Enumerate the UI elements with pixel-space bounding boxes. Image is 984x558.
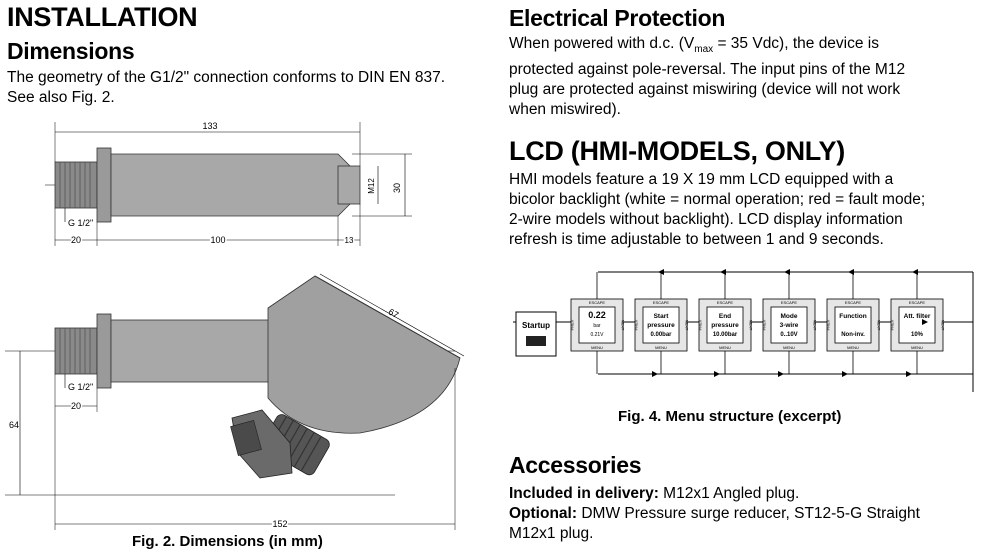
accessories-text: Included in delivery: M12x1 Angled plug.… — [509, 485, 920, 542]
menu-prev-label: PREV — [890, 319, 895, 330]
menu-next-label: NEXT — [813, 320, 818, 331]
menu-box-line2: bar — [593, 323, 601, 329]
menu-arrow-bottom — [906, 371, 912, 377]
menu-next-label: NEXT — [685, 320, 690, 331]
menu-escape-label: ESCAPE — [845, 300, 862, 305]
dim-133: 133 — [202, 121, 217, 131]
menu-box-line1: Function — [839, 313, 866, 320]
menu-prev-label: PREV — [634, 319, 639, 330]
menu-prev-label: PREV — [570, 319, 575, 330]
menu-box-line2: pressure — [647, 322, 675, 329]
dim-67: 67 — [387, 307, 401, 321]
menu-box-line2: pressure — [711, 322, 739, 329]
dim-64: 64 — [9, 420, 19, 430]
fig4-menu-diagram: Startup ESCAPE MENU PREV NEXT 0.22 bar 0.21V ES… — [513, 269, 974, 392]
menu-box-screen — [642, 306, 680, 344]
menu-menu-label: MENU — [783, 345, 795, 350]
menu-box-line3: 0..10V — [780, 332, 797, 338]
dim-13: 13 — [345, 236, 354, 245]
menu-box-line1: End — [719, 313, 731, 320]
menu-arrow-mid — [922, 319, 928, 325]
menu-box-line3: 0.21V — [590, 332, 604, 338]
menu-menu-label: MENU — [719, 345, 731, 350]
electrical-protection-heading: Electrical Protection — [509, 5, 726, 31]
menu-arrow-bottom — [778, 371, 784, 377]
dimensions-intro: The geometry of the G1/2" connection con… — [7, 69, 445, 106]
label-g12-bottom: G 1/2" — [68, 382, 93, 392]
startup-logo — [526, 336, 546, 346]
menu-prev-label: PREV — [698, 319, 703, 330]
menu-escape-label: ESCAPE — [909, 300, 926, 305]
menu-arrow-bottom — [652, 371, 658, 377]
menu-box-line1: Start — [654, 313, 670, 320]
menu-box-line3: 10.00bar — [713, 332, 738, 338]
dim-152: 152 — [272, 519, 287, 529]
dim-100: 100 — [210, 235, 225, 245]
menu-box-line1: Att. filter — [904, 313, 931, 320]
dim-30: 30 — [392, 183, 402, 193]
menu-box-line3: Non-inv. — [841, 332, 865, 338]
menu-box-line2: 3-wire — [780, 322, 799, 329]
label-g12-top: G 1/2" — [68, 218, 93, 228]
menu-box-screen — [770, 306, 808, 344]
accessories-heading: Accessories — [509, 452, 642, 478]
electrical-protection-text: When powered with d.c. (Vmax = 35 Vdc), … — [509, 35, 906, 119]
menu-arrow-top — [912, 269, 918, 275]
menu-box-line3: 10% — [911, 332, 924, 338]
menu-box-line1: 0.22 — [588, 310, 606, 320]
menu-box-screen — [834, 306, 872, 344]
menu-prev-label: PREV — [826, 319, 831, 330]
menu-menu-label: MENU — [655, 345, 667, 350]
startup-label: Startup — [522, 321, 550, 330]
startup-box — [515, 311, 557, 357]
menu-escape-label: ESCAPE — [717, 300, 734, 305]
menu-arrow-top — [784, 269, 790, 275]
lcd-text: HMI models feature a 19 X 19 mm LCD equi… — [509, 171, 926, 248]
menu-menu-label: MENU — [911, 345, 923, 350]
menu-box-line1: Mode — [781, 313, 798, 320]
menu-menu-label: MENU — [847, 345, 859, 350]
fig1-dimension-drawing: 133 30 M12 20 100 13 G 1/2" — [45, 121, 412, 247]
menu-arrow-top — [658, 269, 664, 275]
menu-box-screen — [706, 306, 744, 344]
menu-box-screen — [898, 306, 936, 344]
lcd-heading: LCD (HMI-MODELS, ONLY) — [509, 136, 845, 166]
menu-escape-label: ESCAPE — [653, 300, 670, 305]
menu-next-label: NEXT — [749, 320, 754, 331]
menu-next-label: NEXT — [941, 320, 946, 331]
menu-arrow-bottom — [842, 371, 848, 377]
menu-box-screen — [578, 306, 616, 344]
dim-20-top: 20 — [71, 235, 81, 245]
menu-escape-label: ESCAPE — [781, 300, 798, 305]
menu-arrow-top — [720, 269, 726, 275]
menu-arrow-top — [848, 269, 854, 275]
menu-next-label: NEXT — [621, 320, 626, 331]
dimensions-heading: Dimensions — [7, 38, 135, 64]
menu-box-line3: 0.00bar — [650, 332, 672, 338]
menu-prev-label: PREV — [762, 319, 767, 330]
menu-escape-label: ESCAPE — [589, 300, 606, 305]
menu-arrow-bottom — [714, 371, 720, 377]
menu-next-label: NEXT — [877, 320, 882, 331]
fig4-caption: Fig. 4. Menu structure (excerpt) — [618, 408, 842, 425]
menu-menu-label: MENU — [591, 345, 603, 350]
dim-20-bottom: 20 — [71, 401, 81, 411]
fig2-caption: Fig. 2. Dimensions (in mm) — [132, 533, 323, 550]
fig2-dimension-drawing: 67 64 20 G 1/2" 152 — [5, 273, 465, 530]
label-m12: M12 — [367, 178, 376, 194]
installation-title: INSTALLATION — [7, 2, 198, 32]
